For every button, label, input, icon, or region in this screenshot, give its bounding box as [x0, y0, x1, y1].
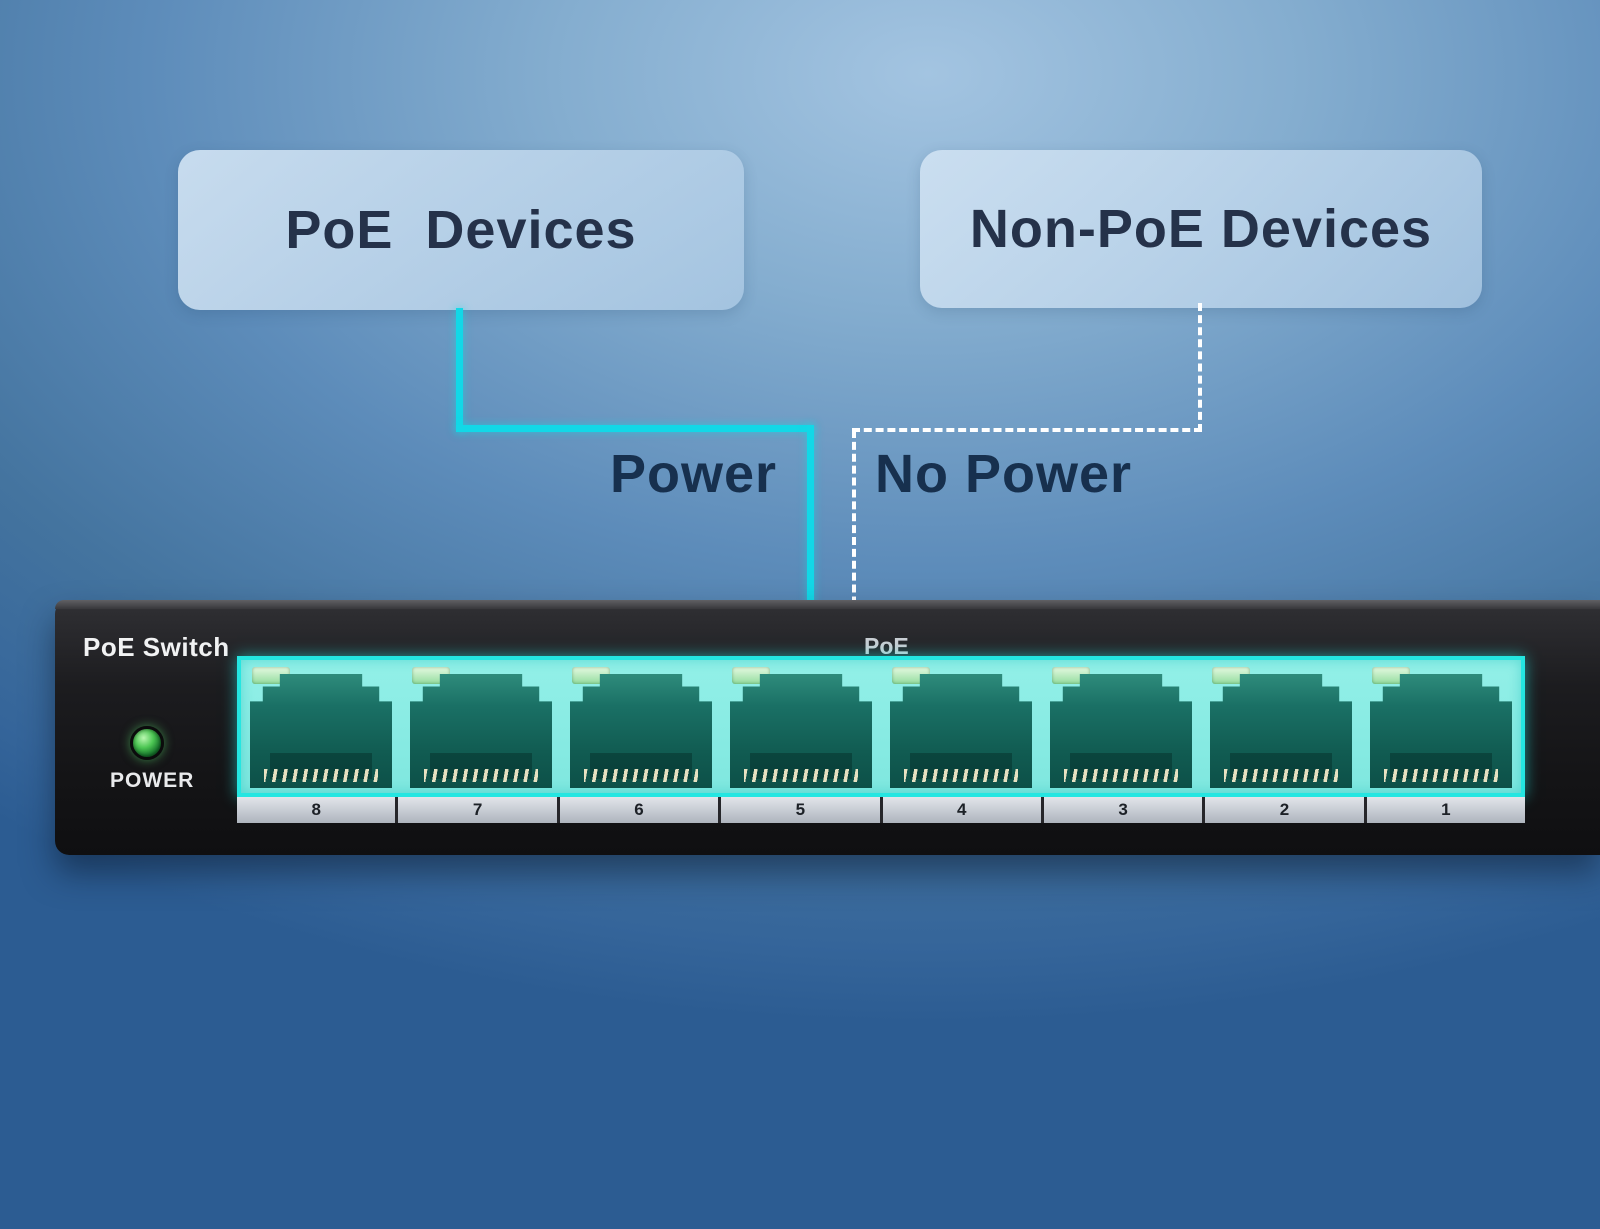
no-power-dashed-line-segment — [852, 428, 1202, 432]
no-power-dashed-line-segment — [1198, 303, 1202, 432]
rj45-jack-icon — [410, 674, 552, 788]
jack-pins-icon — [584, 769, 698, 782]
rj45-jack-icon — [890, 674, 1032, 788]
jack-pins-icon — [1384, 769, 1498, 782]
rj45-port — [241, 660, 401, 793]
rj45-port — [1361, 660, 1521, 793]
switch-top-bevel — [55, 600, 1600, 609]
port-number-label: 3 — [1043, 797, 1203, 823]
power-label: Power — [610, 444, 778, 504]
non-poe-devices-box: Non-PoE Devices — [920, 150, 1482, 308]
jack-pins-icon — [904, 769, 1018, 782]
port-number-label: 7 — [398, 797, 557, 823]
rj45-port — [1201, 660, 1361, 793]
power-line-segment — [456, 425, 814, 432]
port-number-label: 5 — [721, 797, 880, 823]
rj45-port — [881, 660, 1041, 793]
jack-pins-icon — [1064, 769, 1178, 782]
non-poe-devices-label: Non-PoE Devices — [969, 199, 1433, 259]
power-line-segment — [807, 425, 814, 663]
jack-pins-icon — [744, 769, 858, 782]
poe-zone-label: PoE — [864, 633, 909, 659]
power-led-label: POWER — [110, 769, 195, 792]
power-line-segment — [456, 308, 463, 432]
port-number-label: 1 — [1366, 797, 1525, 823]
port-number-label: 6 — [559, 797, 719, 823]
switch-title: PoE Switch — [83, 632, 230, 662]
rj45-jack-icon — [250, 674, 392, 788]
no-power-label: No Power — [875, 444, 1133, 504]
jack-pins-icon — [1224, 769, 1338, 782]
poe-port-panel — [237, 656, 1525, 797]
rj45-port — [561, 660, 721, 793]
rj45-jack-icon — [1210, 674, 1352, 788]
poe-devices-box: PoE Devices — [178, 150, 744, 310]
no-power-dashed-line-segment — [852, 430, 856, 652]
jack-pins-icon — [264, 769, 378, 782]
rj45-port — [401, 660, 561, 793]
rj45-jack-icon — [730, 674, 872, 788]
rj45-port — [1041, 660, 1201, 793]
port-number-label: 2 — [1205, 797, 1364, 823]
port-number-label: 4 — [882, 797, 1041, 823]
poe-devices-label: PoE Devices — [285, 200, 637, 260]
rj45-jack-icon — [1050, 674, 1192, 788]
rj45-port — [721, 660, 881, 793]
rj45-jack-icon — [1370, 674, 1512, 788]
jack-pins-icon — [424, 769, 538, 782]
port-number-strip: 8 7 6 5 4 3 2 1 — [237, 797, 1525, 823]
port-number-label: 8 — [237, 797, 396, 823]
power-led-icon — [130, 726, 164, 760]
rj45-jack-icon — [570, 674, 712, 788]
